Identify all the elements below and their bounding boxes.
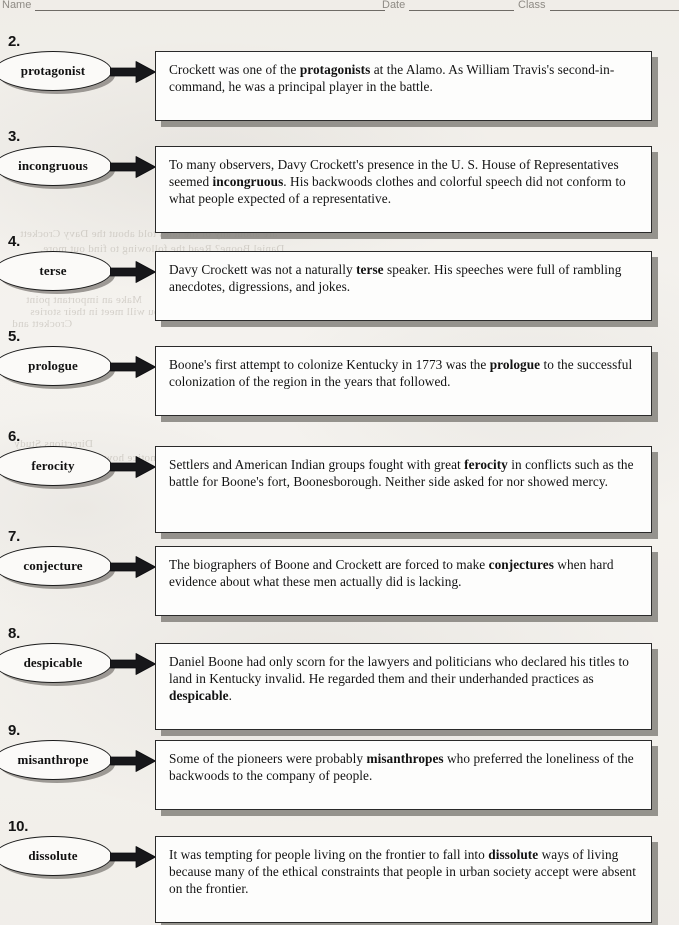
class-field[interactable]: Class — [518, 0, 679, 11]
right-arrow-icon — [109, 556, 156, 578]
right-arrow-icon — [109, 261, 156, 283]
item-number: 9. — [8, 722, 21, 739]
sentence-target-word: protagonists — [299, 62, 371, 77]
example-sentence: It was tempting for people living on the… — [169, 846, 637, 897]
sentence-box: It was tempting for people living on the… — [155, 836, 652, 923]
item-number: 3. — [8, 128, 21, 145]
item-number: 8. — [8, 625, 21, 642]
sentence-text-before: It was tempting for people living on the… — [169, 847, 489, 862]
name-field[interactable]: Name — [2, 0, 386, 11]
sentence-target-word: despicable — [169, 688, 229, 703]
vocabulary-word-oval: ferocity — [0, 446, 118, 490]
sentence-text-before: Daniel Boone had only scorn for the lawy… — [169, 654, 629, 686]
example-sentence: Davy Crockett was not a naturally terse … — [169, 261, 637, 295]
vocabulary-word-label: prologue — [28, 358, 78, 373]
sentence-box: Davy Crockett was not a naturally terse … — [155, 251, 652, 321]
sentence-text-before: Settlers and American Indian groups foug… — [169, 457, 465, 472]
vocabulary-word-oval: misanthrope — [0, 740, 118, 784]
vocabulary-item: 7.conjecture The biographers of Boone and… — [0, 528, 679, 624]
item-number: 7. — [8, 528, 21, 545]
sentence-text-before: Crockett was one of the — [169, 62, 300, 77]
example-sentence: The biographers of Boone and Crockett ar… — [169, 556, 637, 590]
sentence-box: Boone's first attempt to colonize Kentuc… — [155, 346, 652, 416]
sentence-text-before: The biographers of Boone and Crockett ar… — [169, 557, 489, 572]
worksheet-header: Name Date Class — [0, 0, 679, 20]
item-number: 6. — [8, 428, 21, 445]
example-sentence: To many observers, Davy Crockett's prese… — [169, 156, 637, 207]
sentence-box: Some of the pioneers were probably misan… — [155, 740, 652, 810]
sentence-text-after: . — [228, 688, 232, 703]
vocabulary-word-oval: terse — [0, 251, 118, 295]
sentence-text-before: Davy Crockett was not a naturally — [169, 262, 357, 277]
vocabulary-word-label: dissolute — [28, 848, 78, 863]
date-write-line[interactable] — [409, 1, 515, 11]
sentence-box: Crockett was one of the protagonists at … — [155, 51, 652, 121]
class-write-line[interactable] — [549, 1, 679, 11]
item-number: 10. — [8, 818, 29, 835]
right-arrow-icon — [109, 356, 156, 378]
right-arrow-icon — [109, 456, 156, 478]
sentence-target-word: terse — [356, 262, 384, 277]
right-arrow-icon — [109, 846, 156, 868]
date-field[interactable]: Date — [382, 0, 515, 11]
vocabulary-word-oval: incongruous — [0, 146, 118, 190]
sentence-box: To many observers, Davy Crockett's prese… — [155, 146, 652, 233]
vocabulary-word-label: conjecture — [23, 558, 83, 573]
date-label: Date — [382, 0, 406, 11]
right-arrow-icon — [109, 750, 156, 772]
sentence-box: The biographers of Boone and Crockett ar… — [155, 546, 652, 616]
right-arrow-icon — [109, 156, 156, 178]
vocabulary-word-label: incongruous — [18, 158, 88, 173]
example-sentence: Settlers and American Indian groups foug… — [169, 456, 637, 490]
class-label: Class — [518, 0, 546, 11]
vocabulary-word-label: terse — [39, 263, 67, 278]
vocabulary-word-label: despicable — [23, 655, 83, 670]
sentence-text-before: Boone's first attempt to colonize Kentuc… — [169, 357, 490, 372]
example-sentence: Some of the pioneers were probably misan… — [169, 750, 637, 784]
sentence-target-word: misanthropes — [366, 751, 444, 766]
item-number: 2. — [8, 33, 21, 50]
example-sentence: Crockett was one of the protagonists at … — [169, 61, 637, 95]
sentence-text-before: Some of the pioneers were probably — [169, 751, 367, 766]
example-sentence: Boone's first attempt to colonize Kentuc… — [169, 356, 637, 390]
vocabulary-item: 2. protagonist Crockett was one of the pro… — [0, 33, 679, 129]
sentence-box: Daniel Boone had only scorn for the lawy… — [155, 643, 652, 730]
vocabulary-word-oval: dissolute — [0, 836, 118, 880]
vocabulary-word-oval: protagonist — [0, 51, 118, 95]
sentence-box: Settlers and American Indian groups foug… — [155, 446, 652, 533]
vocabulary-item: 9. misanthrope Some of the pioneers were p… — [0, 722, 679, 818]
sentence-target-word: conjectures — [488, 557, 554, 572]
vocabulary-word-label: ferocity — [31, 458, 75, 473]
vocabulary-word-label: protagonist — [20, 63, 86, 78]
vocabulary-word-oval: conjecture — [0, 546, 118, 590]
right-arrow-icon — [109, 653, 156, 675]
vocabulary-word-label: misanthrope — [17, 752, 89, 767]
example-sentence: Daniel Boone had only scorn for the lawy… — [169, 653, 637, 704]
sentence-target-word: incongruous — [212, 174, 284, 189]
name-label: Name — [2, 0, 32, 11]
item-number: 5. — [8, 328, 21, 345]
name-write-line[interactable] — [35, 1, 386, 11]
sentence-target-word: prologue — [489, 357, 541, 372]
sentence-target-word: ferocity — [464, 457, 508, 472]
right-arrow-icon — [109, 61, 156, 83]
item-number: 4. — [8, 233, 21, 250]
sentence-target-word: dissolute — [488, 847, 539, 862]
vocabulary-word-oval: prologue — [0, 346, 118, 390]
vocabulary-word-oval: despicable — [0, 643, 118, 687]
